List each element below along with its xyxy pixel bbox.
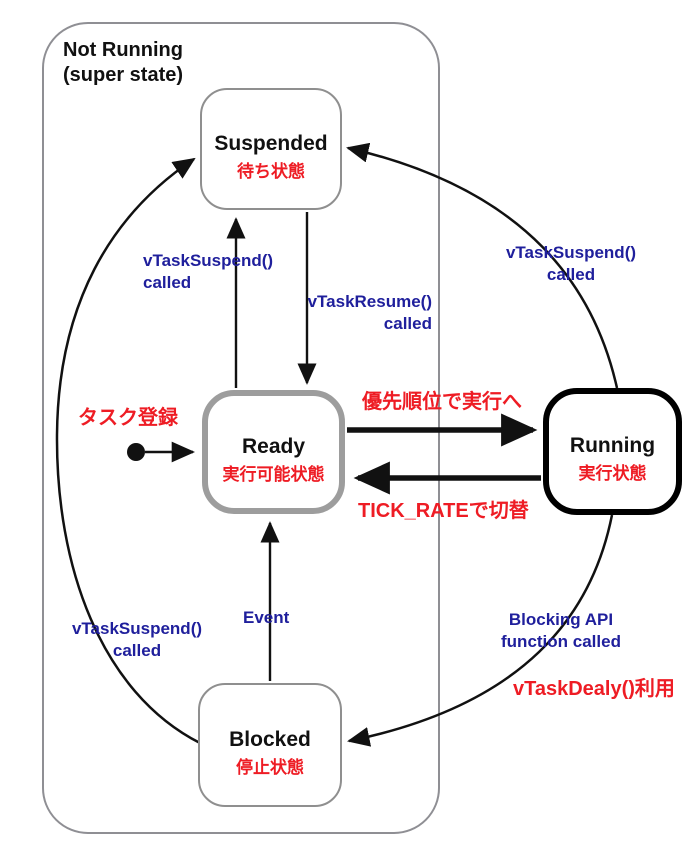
state-ready-title: Ready — [241, 434, 306, 458]
not-running-superstate-label: Not Running (super state) — [63, 39, 184, 86]
label-tick-rate: TICK_RATEで切替 — [358, 500, 529, 522]
state-suspended-subtitle: 待ち状態 — [237, 161, 305, 181]
state-blocked-subtitle: 停止状態 — [236, 757, 304, 777]
arrow-blocked-to-suspended — [55, 157, 201, 745]
label-vtaskresume: vTaskResume() called — [307, 292, 432, 333]
label-event: Event — [243, 608, 290, 627]
state-blocked-title: Blocked — [229, 727, 311, 751]
label-task-register: タスク登録 — [78, 407, 178, 429]
label-blocking-api: Blocking API function called — [501, 610, 621, 651]
state-running[interactable]: Running 実行状態 — [543, 388, 682, 515]
arrow-running-to-blocked — [347, 514, 614, 747]
label-priority-run: 優先順位で実行へ — [362, 391, 522, 413]
state-blocked[interactable]: Blocked 停止状態 — [198, 683, 342, 807]
label-vtasksuspend-upper-left: vTaskSuspend() called — [143, 251, 274, 292]
state-ready[interactable]: Ready 実行可能状態 — [202, 390, 345, 514]
label-vtasksuspend-lower-left: vTaskSuspend() called — [71, 619, 203, 660]
label-vtaskdelay: vTaskDealy()利用 — [513, 678, 675, 700]
state-running-subtitle: 実行状態 — [578, 464, 647, 483]
label-vtasksuspend-upper-right: vTaskSuspend() called — [505, 243, 637, 284]
state-suspended-title: Suspended — [214, 131, 328, 155]
arrow-running-to-suspended — [346, 142, 619, 389]
initial-state-dot — [127, 443, 145, 461]
state-suspended[interactable]: Suspended 待ち状態 — [200, 88, 342, 210]
state-ready-subtitle: 実行可能状態 — [222, 464, 325, 484]
state-running-title: Running — [569, 434, 656, 457]
